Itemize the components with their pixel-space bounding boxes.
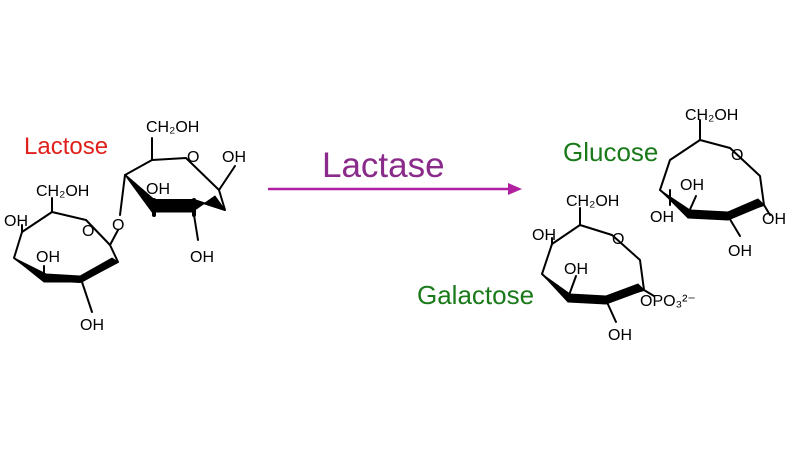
ch2oh-label: CH₂OH — [566, 193, 619, 210]
oh-label: OH — [222, 149, 246, 166]
phosphate-label: OPO₃²⁻ — [640, 293, 696, 310]
ring-oxygen-label: O — [82, 223, 94, 240]
ch2oh-label: CH₂OH — [146, 119, 199, 136]
ring-oxygen-label: O — [612, 231, 624, 248]
reaction-arrow — [268, 183, 522, 195]
ch2oh-label: CH₂OH — [36, 183, 89, 200]
glucose-label: Glucose — [563, 137, 659, 167]
oh-label: OH — [80, 317, 104, 334]
oh-label: OH — [532, 227, 556, 244]
oh-label: OH — [4, 213, 28, 230]
oh-label: OH — [36, 249, 60, 266]
glucose-ring — [659, 119, 771, 237]
lactose-label: Lactose — [24, 133, 109, 160]
ch2oh-label: CH₂OH — [685, 107, 738, 124]
oh-label: OH — [190, 249, 214, 266]
oh-label: OH — [608, 327, 632, 344]
oh-label: OH — [564, 261, 588, 278]
galactose-label: Galactose — [417, 280, 535, 310]
glycosidic-oxygen-label: O — [112, 217, 124, 234]
ring-oxygen-label: O — [731, 147, 743, 164]
oh-label: OH — [728, 243, 752, 260]
galactose-ring — [541, 207, 655, 323]
oh-label: OH — [146, 181, 170, 198]
oh-label: OH — [680, 177, 704, 194]
lactose-glucose-ring — [119, 137, 236, 241]
lactase-label: Lactase — [322, 146, 445, 185]
lactose-galactose-ring — [13, 197, 119, 313]
oh-label: OH — [762, 211, 786, 228]
oh-label: OH — [650, 209, 674, 226]
ring-oxygen-label: O — [187, 149, 199, 166]
